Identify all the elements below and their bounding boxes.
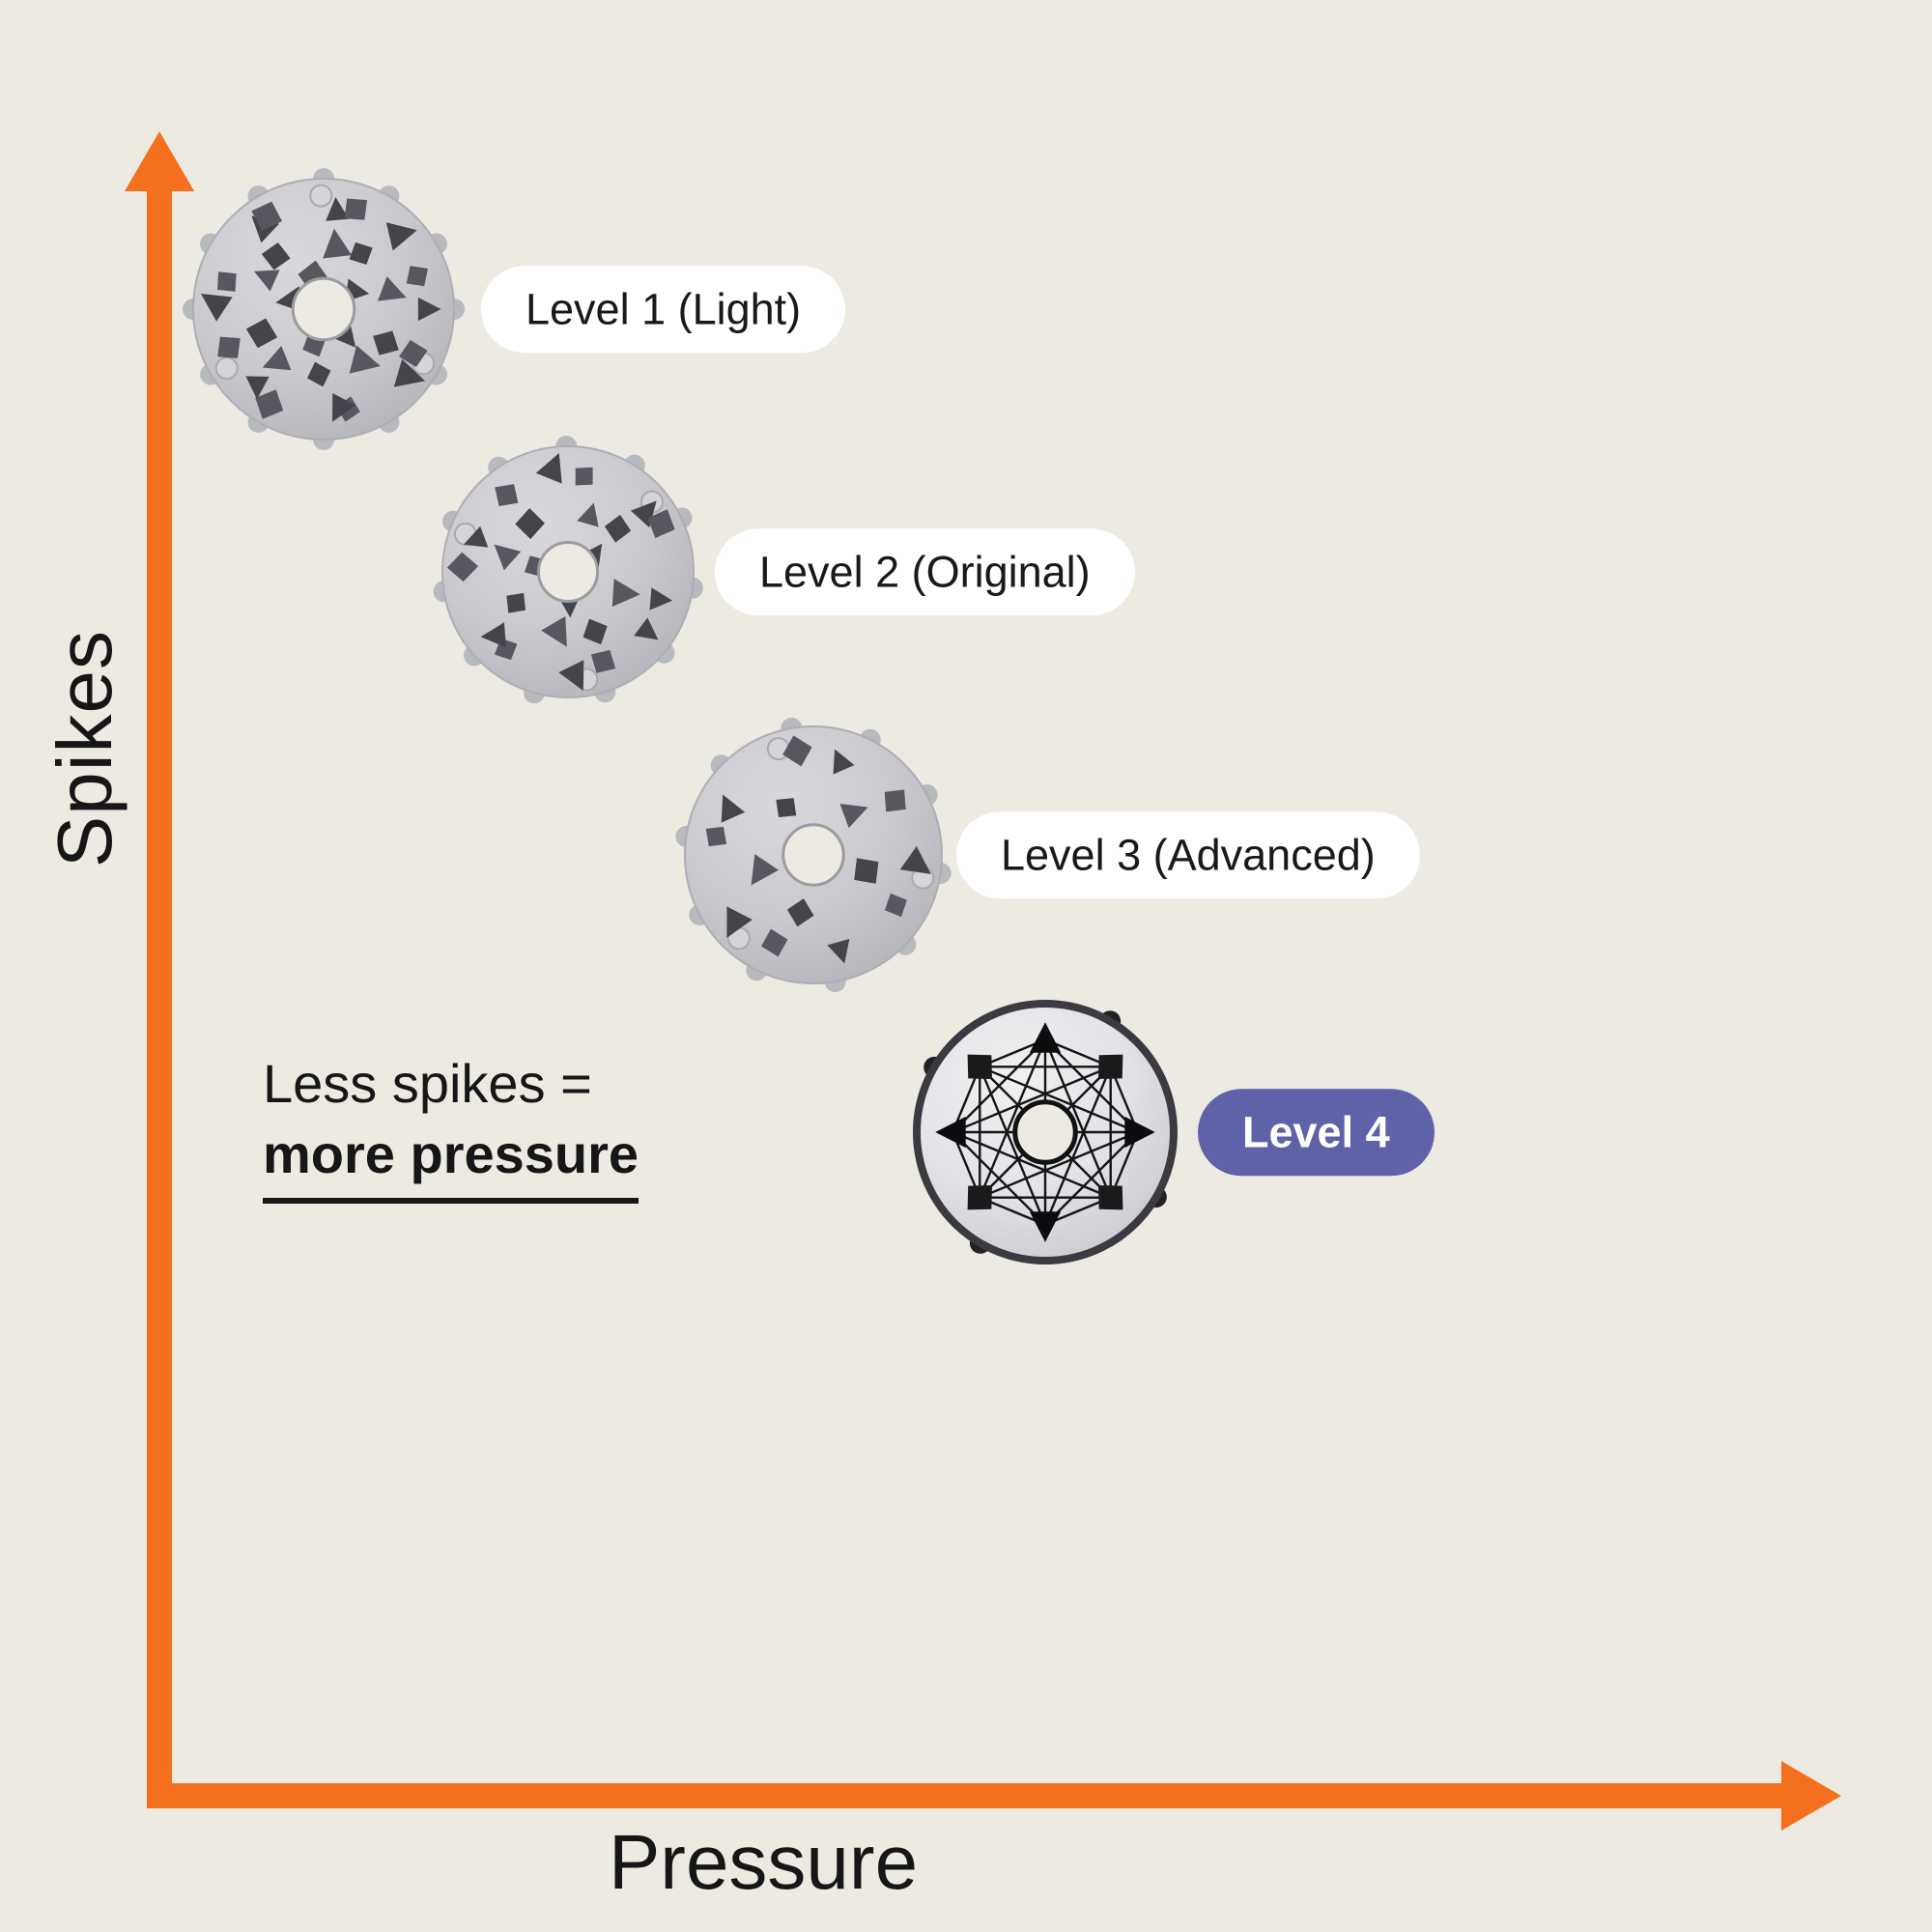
disc-level-4 bbox=[913, 1000, 1178, 1264]
annotation-line-2: more pressure bbox=[263, 1120, 639, 1204]
disc-level-1 bbox=[183, 168, 465, 450]
disc-level-2 bbox=[433, 436, 703, 704]
x-axis-label: Pressure bbox=[608, 1819, 919, 1905]
disc-level-3 bbox=[675, 717, 952, 993]
y-axis-line bbox=[147, 189, 172, 1808]
level-1-pill: Level 1 (Light) bbox=[481, 266, 846, 353]
annotation: Less spikes = more pressure bbox=[263, 1049, 639, 1204]
level-4-pill: Level 4 bbox=[1198, 1089, 1435, 1176]
x-axis-arrowhead-icon bbox=[1781, 1761, 1841, 1831]
level-3-pill: Level 3 (Advanced) bbox=[956, 811, 1420, 898]
level-2-pill: Level 2 (Original) bbox=[715, 528, 1135, 615]
y-axis-label: Spikes bbox=[42, 629, 128, 868]
annotation-line-1: Less spikes = bbox=[263, 1053, 592, 1114]
y-axis-arrowhead-icon bbox=[125, 131, 194, 191]
x-axis-line bbox=[147, 1783, 1783, 1808]
